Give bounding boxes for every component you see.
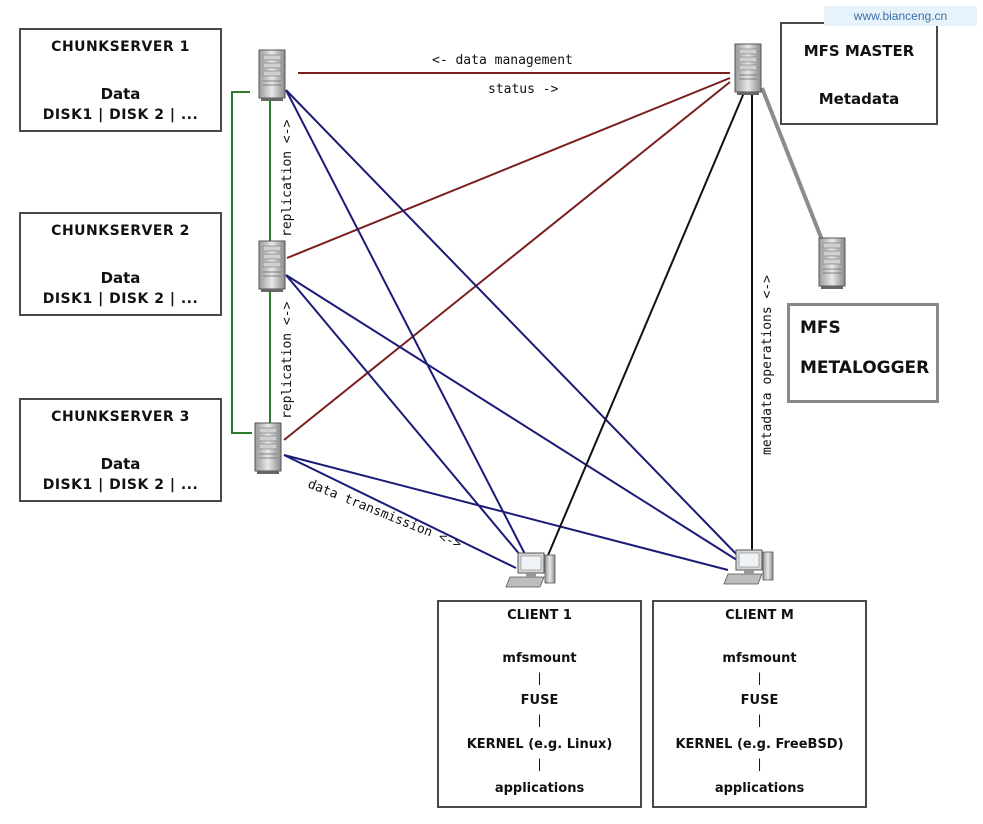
mfs-master-box: MFS MASTER Metadata <box>780 22 938 125</box>
client-1-fuse: FUSE <box>520 693 559 708</box>
chunkserver-1-disks: DISK1 | DISK 2 | ... <box>42 107 199 123</box>
client-1-pipe-3: | <box>537 757 542 771</box>
chunkserver-3-box: CHUNKSERVER 3 Data DISK1 | DISK 2 | ... <box>19 398 222 502</box>
client-1-workstation-icon <box>505 552 556 588</box>
client-1-mfsmount: mfsmount <box>502 651 577 666</box>
chunkserver-2-disks: DISK1 | DISK 2 | ... <box>42 291 199 307</box>
client-1-box: CLIENT 1 mfsmount | FUSE | KERNEL (e.g. … <box>437 600 642 808</box>
data-transmission-label: data transmission <-> <box>306 477 464 553</box>
client-m-applications: applications <box>714 781 805 796</box>
chunkserver-3-data-label: Data <box>100 455 141 473</box>
chunkserver-3-title: CHUNKSERVER 3 <box>51 409 190 425</box>
client-1-kernel: KERNEL (e.g. Linux) <box>466 737 613 752</box>
replication-label-2: replication <-> <box>280 301 295 419</box>
data-transmission-cs2-client1 <box>285 274 527 563</box>
chunkserver-2-title: CHUNKSERVER 2 <box>51 223 190 239</box>
client-1-pipe-1: | <box>537 671 542 685</box>
chunkserver-1-data-label: Data <box>100 85 141 103</box>
data-transmission-cs2-clientm <box>285 274 741 563</box>
chunkserver-3-disks: DISK1 | DISK 2 | ... <box>42 477 199 493</box>
chunkserver-2-server-icon <box>258 240 286 293</box>
mfs-master-title: MFS MASTER <box>803 42 915 60</box>
watermark: www.bianceng.cn <box>824 6 977 26</box>
client-m-title: CLIENT M <box>725 608 794 623</box>
mfs-master-subtitle: Metadata <box>818 90 900 108</box>
client-m-workstation-icon <box>723 549 774 585</box>
client-m-kernel: KERNEL (e.g. FreeBSD) <box>675 737 844 752</box>
chunkserver-2-data-label: Data <box>100 269 141 287</box>
client-1-pipe-2: | <box>537 713 542 727</box>
client-1-title: CLIENT 1 <box>507 608 572 623</box>
chunkserver-3-server-icon <box>254 422 282 475</box>
data-management-line-cs2 <box>286 77 731 259</box>
data-transmission-cs1-clientm <box>285 89 743 561</box>
client-1-applications: applications <box>494 781 585 796</box>
metadata-line-client1 <box>545 87 747 561</box>
client-m-pipe-1: | <box>757 671 762 685</box>
chunkserver-1-box: CHUNKSERVER 1 Data DISK1 | DISK 2 | ... <box>19 28 222 132</box>
client-m-pipe-3: | <box>757 757 762 771</box>
mfs-metalogger-box: MFS METALOGGER <box>787 303 939 403</box>
data-transmission-cs3-clientm <box>283 454 729 571</box>
data-transmission-cs1-client1 <box>285 89 529 561</box>
chunkserver-2-box: CHUNKSERVER 2 Data DISK1 | DISK 2 | ... <box>19 212 222 316</box>
data-transmission-cs3-client1 <box>283 454 517 569</box>
client-m-box: CLIENT M mfsmount | FUSE | KERNEL (e.g. … <box>652 600 867 808</box>
status-label: status -> <box>488 82 559 97</box>
client-m-mfsmount: mfsmount <box>722 651 797 666</box>
replication-label-1: replication <-> <box>280 119 295 237</box>
metalogger-link <box>760 87 828 251</box>
data-management-label: <- data management <box>432 53 573 68</box>
replication-bracket <box>231 91 252 434</box>
mfs-metalogger-line1: MFS <box>800 318 841 338</box>
master-server-icon <box>734 43 762 96</box>
chunkserver-1-title: CHUNKSERVER 1 <box>51 39 190 55</box>
mfs-metalogger-line2: METALOGGER <box>800 358 930 378</box>
client-m-pipe-2: | <box>757 713 762 727</box>
chunkserver-1-server-icon <box>258 49 286 102</box>
metadata-operations-label: metadata operations <-> <box>760 275 775 455</box>
metalogger-server-icon <box>818 237 846 290</box>
data-management-line-cs3 <box>283 81 731 441</box>
client-m-fuse: FUSE <box>740 693 779 708</box>
